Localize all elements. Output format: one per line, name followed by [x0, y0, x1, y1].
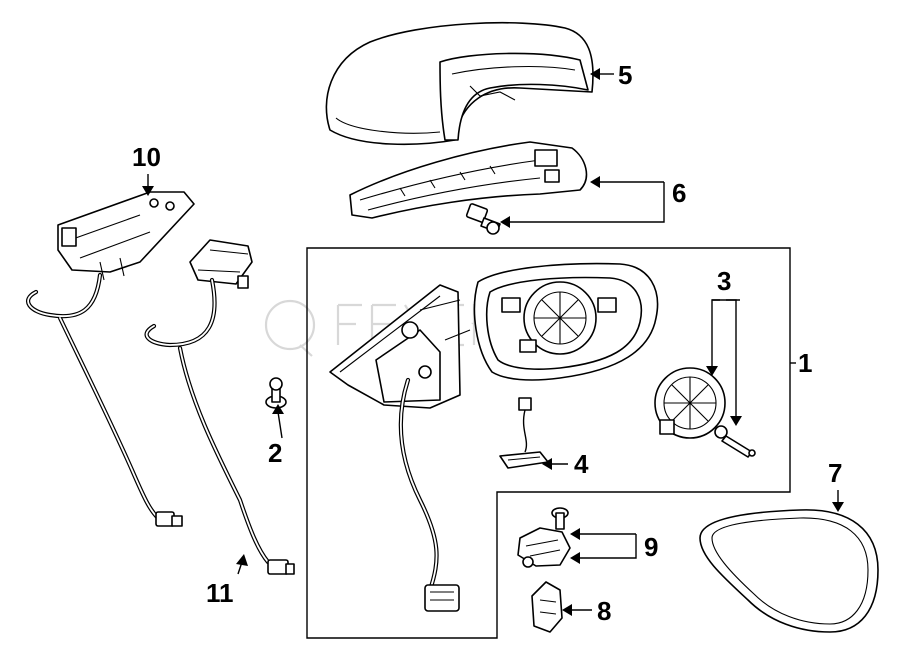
mirror-bracket-part	[517, 527, 571, 568]
actuator-screw	[714, 425, 756, 458]
callout-10: 10	[132, 142, 161, 172]
callout-5: 5	[618, 60, 632, 90]
bracket-screw	[551, 507, 569, 530]
turn-signal-screw	[465, 203, 501, 235]
turn-signal-part	[349, 141, 588, 219]
mirror-glass-part	[699, 509, 879, 633]
callout-8: 8	[597, 596, 611, 626]
puddle-lamp-part	[499, 397, 549, 469]
callout-7: 7	[828, 458, 842, 488]
mirror-harness-wire	[398, 377, 439, 593]
glass-actuator-part	[654, 367, 726, 439]
camera-sensor-part	[189, 239, 253, 289]
mounting-bolt-part	[265, 377, 287, 409]
leader-lines	[142, 68, 844, 616]
sensor-harness-connector	[267, 559, 295, 575]
mirror-housing-part	[473, 262, 659, 381]
callout-3: 3	[717, 266, 731, 296]
module-harness-wire	[26, 272, 161, 521]
mirror-base-part	[329, 284, 471, 409]
callout-2: 2	[268, 438, 282, 468]
mirror-cover-part	[325, 21, 594, 146]
callout-6: 6	[672, 178, 686, 208]
mirror-harness-connector	[424, 584, 460, 612]
module-harness-connector	[155, 511, 183, 527]
callout-1: 1	[798, 348, 812, 378]
callout-4: 4	[574, 449, 589, 479]
control-module-part	[57, 191, 195, 281]
mirror-assembly-frame	[306, 247, 791, 639]
callout-9: 9	[644, 532, 658, 562]
retaining-clip-part	[531, 581, 563, 633]
callout-11: 11	[206, 578, 234, 608]
